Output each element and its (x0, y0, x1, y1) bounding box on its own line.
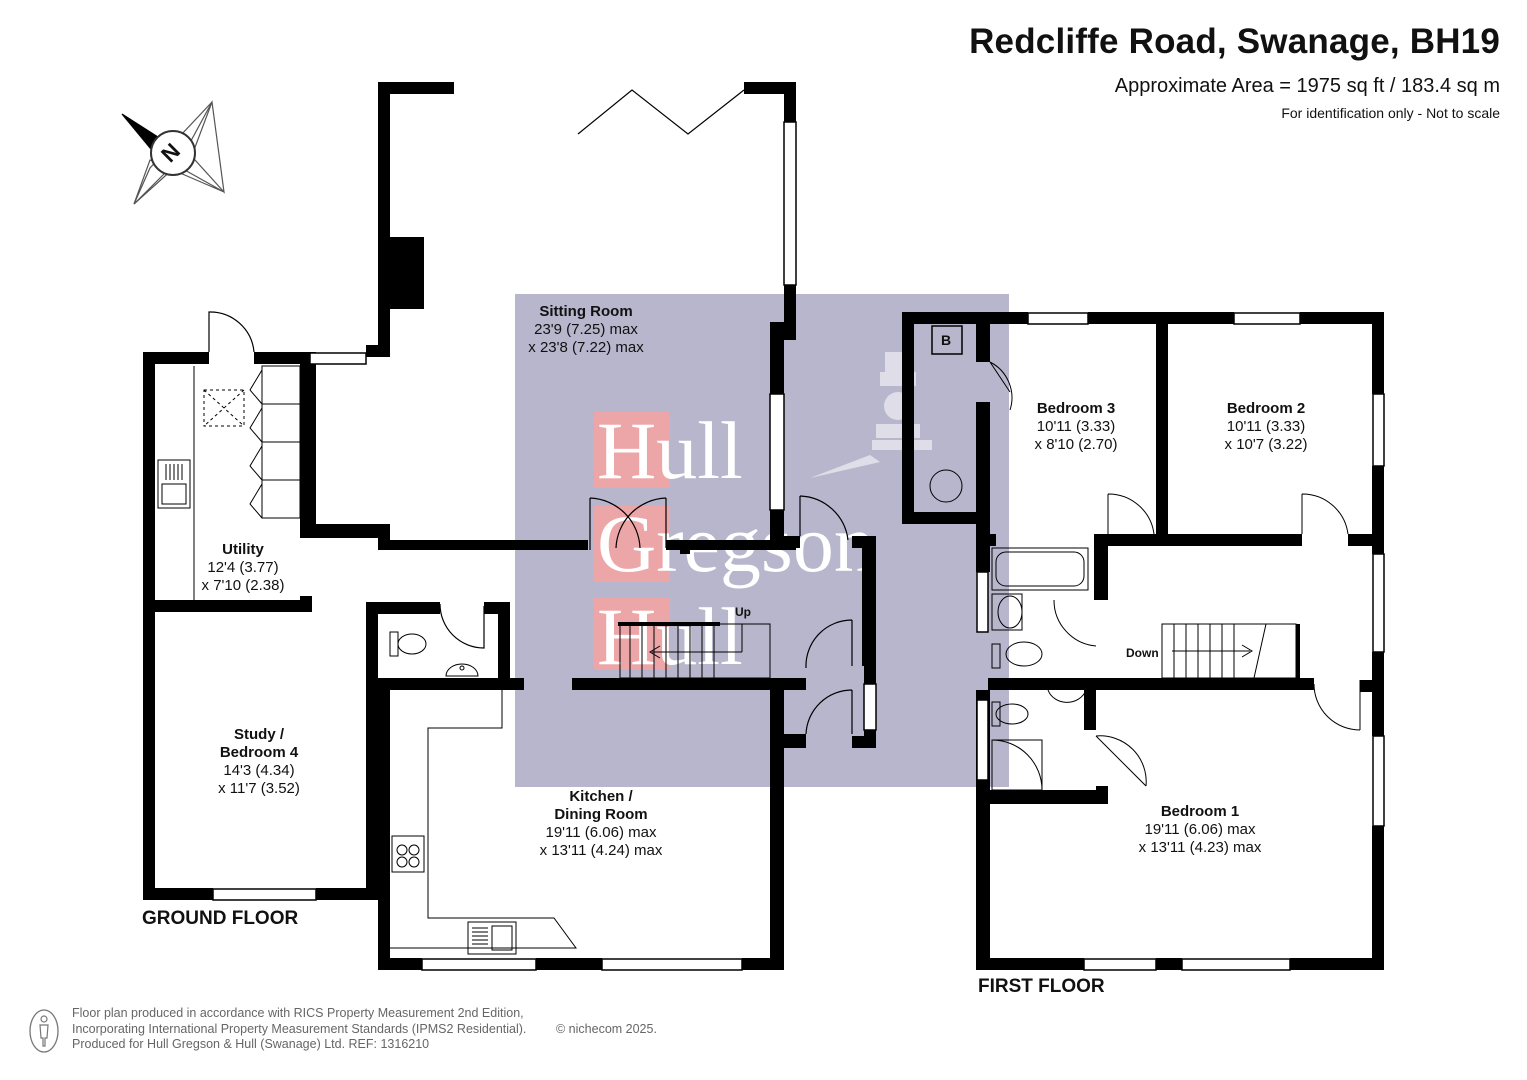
room-dim: 19'11 (6.06) max (545, 824, 657, 841)
boiler-label: B (941, 332, 952, 348)
watermark-letter-bg-3 (594, 598, 670, 670)
ground-floor-windows (212, 121, 877, 971)
room-study: Study / Bedroom 4 14'3 (4.34) x 11'7 (3.… (218, 726, 300, 798)
room-dim: x 13'11 (4.24) max (539, 842, 663, 859)
ground-door-swings (208, 311, 853, 735)
room-dim: x 7'10 (2.38) (201, 577, 285, 594)
room-dim: 19'11 (6.06) max (1144, 821, 1256, 838)
footer-line: Floor plan produced in accordance with R… (72, 1006, 524, 1020)
first-floor-walls (902, 312, 1384, 970)
copyright: © nichecom 2025. (556, 1022, 657, 1036)
room-name: Utility (222, 541, 264, 558)
room-dim: 23'9 (7.25) max (534, 321, 638, 338)
room-dim: 14'3 (4.34) (223, 762, 295, 779)
room-kitchen: Kitchen / Dining Room 19'11 (6.06) max x… (540, 788, 663, 860)
room-name: Bedroom 4 (219, 744, 299, 761)
stairs-up-label: Up (735, 605, 751, 619)
room-dim: x 11'7 (3.52) (218, 780, 300, 797)
room-name: Bedroom 2 (1226, 400, 1306, 417)
person-icon (29, 1009, 59, 1053)
room-name: Sitting Room (539, 303, 633, 320)
room-name: Kitchen / (569, 788, 633, 805)
bifold-door (577, 89, 745, 135)
room-utility: Utility 12'4 (3.77) x 7'10 (2.38) (202, 541, 285, 595)
room-dim: x 23'8 (7.22) max (528, 339, 644, 356)
stairs-up (619, 623, 771, 679)
ground-floor-walls (143, 82, 876, 970)
ground-floor-label: GROUND FLOOR (142, 908, 299, 929)
room-dim: 12'4 (3.77) (207, 559, 279, 576)
stairs-down-label: Down (1126, 646, 1159, 660)
footer-line: Produced for Hull Gregson & Hull (Swanag… (72, 1037, 430, 1051)
room-dim: x 8'10 (2.70) (1034, 436, 1118, 453)
watermark-line-3: Hull (597, 591, 743, 682)
first-floor-fittings (929, 325, 1361, 791)
utility-cupboards (157, 365, 301, 600)
room-name: Bedroom 3 (1036, 400, 1116, 417)
compass-rose (121, 100, 225, 205)
room-dim: x 10'7 (3.22) (1224, 436, 1308, 453)
watermark-letter-bg-1 (594, 412, 670, 488)
watermark-line-1: Hull (597, 405, 743, 496)
room-dim: x 13'11 (4.23) max (1138, 839, 1262, 856)
footer-notes: Floor plan produced in accordance with R… (72, 1006, 526, 1053)
footer-line: Incorporating International Property Mea… (72, 1021, 527, 1036)
property-title: Redcliffe Road, Swanage, BH19 (969, 22, 1500, 61)
room-dim: 10'11 (3.33) (1226, 418, 1306, 435)
kitchen-units (390, 690, 577, 955)
room-bedroom-1: Bedroom 1 19'11 (6.06) max x 13'11 (4.23… (1139, 803, 1262, 857)
room-dim: 10'11 (3.33) (1036, 418, 1116, 435)
wc-fittings (389, 631, 479, 677)
room-sitting: Sitting Room 23'9 (7.25) max x 23'8 (7.2… (528, 303, 643, 357)
room-name: Study / (233, 726, 285, 743)
first-floor-label: FIRST FLOOR (978, 976, 1105, 997)
room-bedroom-3: Bedroom 3 10'11 (3.33) x 8'10 (2.70) (1035, 400, 1118, 454)
approximate-area: Approximate Area = 1975 sq ft / 183.4 sq… (1114, 75, 1500, 97)
room-bedroom-2: Bedroom 2 10'11 (3.33) x 10'7 (3.22) (1225, 400, 1308, 454)
room-name: Dining Room (554, 806, 648, 823)
identification-note: For identification only - Not to scale (1281, 105, 1500, 121)
watermark-letter-bg-2 (594, 506, 670, 582)
first-floor-windows (976, 312, 1385, 971)
room-name: Bedroom 1 (1160, 803, 1240, 820)
